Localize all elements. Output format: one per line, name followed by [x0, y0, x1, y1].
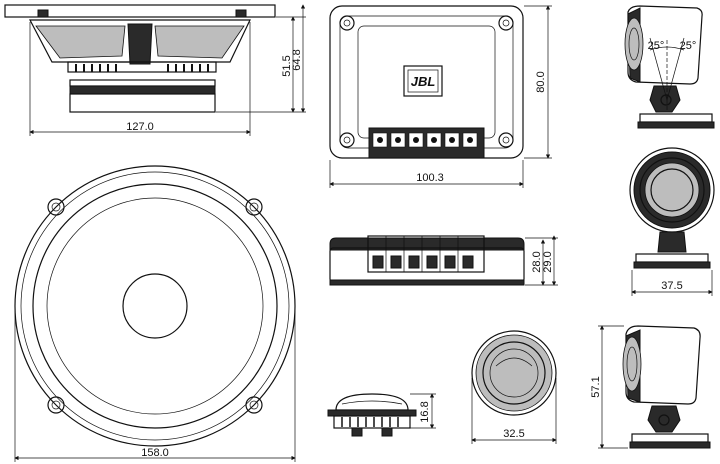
woofer-front-view — [14, 165, 296, 462]
dim-woofer-total-depth: 64.8 — [291, 49, 303, 70]
crossover-top-view — [329, 5, 552, 188]
dim-flush-tweeter-depth: 16.8 — [419, 401, 431, 422]
jbl-logo: JBL — [411, 74, 436, 89]
dim-crossover-depth-b: 29.0 — [542, 251, 554, 272]
dim-woofer-mount-depth: 51.5 — [281, 55, 293, 76]
dim-crossover-width: 100.3 — [416, 172, 444, 184]
tweeter-side-view — [598, 325, 711, 449]
dim-crossover-height: 80.0 — [535, 71, 547, 92]
dim-flush-tweeter-diameter: 32.5 — [503, 428, 524, 440]
crossover-side-view — [329, 235, 558, 286]
dim-tweeter-height: 57.1 — [590, 376, 602, 397]
dim-woofer-side-width: 127.0 — [126, 121, 154, 133]
flush-tweeter-side-view — [327, 393, 436, 437]
dim-crossover-depth-a: 28.0 — [531, 251, 543, 272]
flush-tweeter-front-view — [471, 330, 557, 444]
angle-label-right: 25° — [680, 40, 697, 52]
angle-label-left: 25° — [648, 40, 665, 52]
dim-woofer-diameter: 158.0 — [141, 447, 169, 459]
tweeter-front-view — [629, 147, 715, 296]
woofer-side-view — [4, 4, 306, 136]
tweeter-angle-view — [624, 5, 715, 129]
dim-tweeter-base-width: 37.5 — [661, 280, 682, 292]
